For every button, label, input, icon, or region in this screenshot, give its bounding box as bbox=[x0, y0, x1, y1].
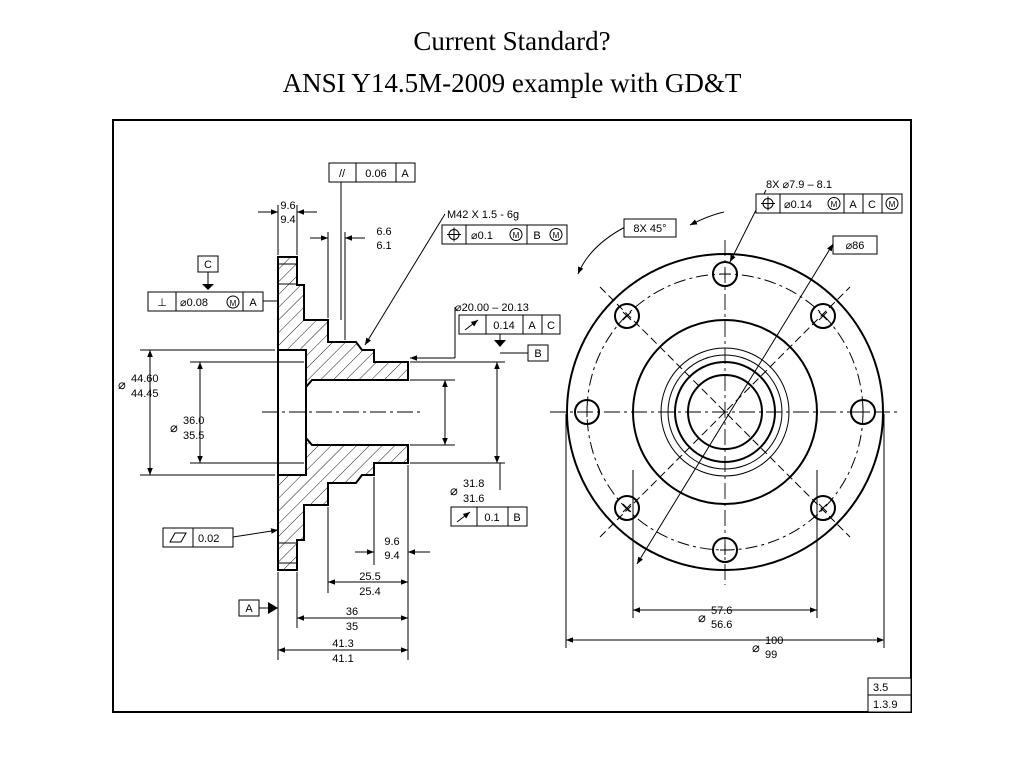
bolt-hole bbox=[850, 399, 876, 425]
fcf-perpendicularity: ⊥ ⌀0.08 M A bbox=[147, 291, 264, 312]
svg-text:⌀: ⌀ bbox=[450, 483, 458, 498]
svg-text:25.5: 25.5 bbox=[359, 571, 380, 583]
svg-text:56.6: 56.6 bbox=[711, 619, 732, 631]
datum-b-letter: B bbox=[534, 348, 541, 360]
svg-text:100: 100 bbox=[765, 635, 783, 647]
svg-text:31.6: 31.6 bbox=[463, 493, 484, 505]
svg-text:35: 35 bbox=[346, 621, 358, 633]
svg-text:⌀0.14: ⌀0.14 bbox=[784, 199, 812, 211]
svg-text:41.3: 41.3 bbox=[332, 638, 353, 650]
svg-text:31.8: 31.8 bbox=[463, 478, 484, 490]
svg-text:A: A bbox=[401, 168, 409, 180]
section-dimension-text: 9.6 9.4 6.6 6.1 ⌀ 44.60 44.45 ⌀ 36.0 35.… bbox=[118, 200, 484, 665]
slide-title-line-2: ANSI Y14.5M-2009 example with GD&T bbox=[282, 68, 742, 98]
svg-text:0.1: 0.1 bbox=[484, 512, 499, 524]
fcf-hub-runout: 0.1 B bbox=[450, 506, 528, 527]
datum-symbol-b: B bbox=[494, 332, 549, 362]
svg-text:44.45: 44.45 bbox=[131, 388, 159, 400]
fcf-thread-position: M42 X 1.5 - 6g ⌀0.1 M B M bbox=[441, 209, 568, 245]
svg-text:9.6: 9.6 bbox=[384, 536, 399, 548]
svg-text:57.6: 57.6 bbox=[711, 605, 732, 617]
svg-text:41.1: 41.1 bbox=[332, 653, 353, 665]
mmc-modifier-icon: M bbox=[831, 200, 838, 209]
front-view-dimension-text: 8X ⌀7.9 – 8.1 8X 45° ⌀86 ⌀ 57.6 56.6 ⌀ 1… bbox=[623, 179, 878, 661]
mmc-modifier-icon: M bbox=[889, 200, 896, 209]
fcf-hole-position: ⌀0.14 M A C M bbox=[755, 193, 903, 214]
svg-text:⌀: ⌀ bbox=[170, 420, 178, 435]
svg-text:9.4: 9.4 bbox=[384, 550, 399, 562]
svg-text:99: 99 bbox=[765, 649, 777, 661]
svg-text:C: C bbox=[868, 199, 876, 211]
mmc-modifier-icon: M bbox=[513, 231, 520, 240]
svg-text:B: B bbox=[513, 512, 520, 524]
bolt-hole bbox=[574, 399, 600, 425]
svg-text:36.0: 36.0 bbox=[183, 415, 204, 427]
datum-c-letter: C bbox=[204, 259, 212, 271]
datum-symbol-a: A bbox=[238, 599, 278, 617]
svg-text:C: C bbox=[547, 320, 555, 332]
datum-a-letter: A bbox=[245, 603, 253, 615]
title-block: 3.5 1.3.9 bbox=[867, 677, 912, 713]
svg-text:⌀: ⌀ bbox=[698, 610, 706, 625]
perpendicularity-symbol: ⊥ bbox=[157, 297, 167, 309]
fcf-parallelism: // 0.06 A bbox=[328, 162, 416, 183]
section-view bbox=[262, 256, 422, 571]
bore-size: ⌀20.00 – 20.13 bbox=[455, 302, 529, 314]
svg-text:⌀: ⌀ bbox=[752, 640, 760, 655]
flatness-icon bbox=[169, 532, 187, 543]
svg-text:6.1: 6.1 bbox=[376, 240, 391, 252]
title-block-top: 3.5 bbox=[873, 682, 888, 694]
svg-text:⌀: ⌀ bbox=[118, 377, 126, 392]
bolt-circle-callout: ⌀86 bbox=[846, 240, 865, 252]
datum-symbol-c: C bbox=[197, 255, 219, 290]
svg-text:⌀0.1: ⌀0.1 bbox=[471, 230, 493, 242]
thread-callout: M42 X 1.5 - 6g bbox=[447, 209, 519, 221]
svg-text:0.14: 0.14 bbox=[493, 320, 514, 332]
svg-text:0.02: 0.02 bbox=[198, 533, 219, 545]
svg-text:35.5: 35.5 bbox=[183, 430, 204, 442]
svg-text:6.6: 6.6 bbox=[376, 226, 391, 238]
dimension-lines bbox=[147, 182, 501, 653]
svg-text:A: A bbox=[249, 297, 257, 309]
title-block-bottom: 1.3.9 bbox=[873, 699, 897, 711]
fcf-flatness: 0.02 bbox=[162, 527, 234, 548]
svg-text:A: A bbox=[849, 199, 857, 211]
svg-text:9.6: 9.6 bbox=[280, 200, 295, 212]
svg-text:25.4: 25.4 bbox=[359, 586, 380, 598]
svg-text:⌀0.08: ⌀0.08 bbox=[180, 297, 208, 309]
runout-icon bbox=[464, 319, 479, 331]
svg-text:36: 36 bbox=[346, 606, 358, 618]
chamfer-callout: 8X 45° bbox=[633, 223, 666, 235]
slide-title-line-1: Current Standard? bbox=[413, 26, 611, 56]
hole-size-callout: 8X ⌀7.9 – 8.1 bbox=[766, 179, 832, 191]
runout-icon bbox=[456, 511, 471, 523]
svg-text:A: A bbox=[528, 320, 536, 332]
parallelism-symbol: // bbox=[339, 168, 346, 180]
svg-text:44.60: 44.60 bbox=[131, 373, 159, 385]
fcf-bore-runout: ⌀20.00 – 20.13 0.14 A C bbox=[455, 302, 561, 335]
front-view-dimension-lines bbox=[565, 189, 885, 648]
svg-text:9.4: 9.4 bbox=[280, 214, 295, 226]
mmc-modifier-icon: M bbox=[230, 299, 237, 308]
svg-text:B: B bbox=[533, 230, 540, 242]
mmc-modifier-icon: M bbox=[553, 231, 560, 240]
svg-text:0.06: 0.06 bbox=[365, 168, 386, 180]
